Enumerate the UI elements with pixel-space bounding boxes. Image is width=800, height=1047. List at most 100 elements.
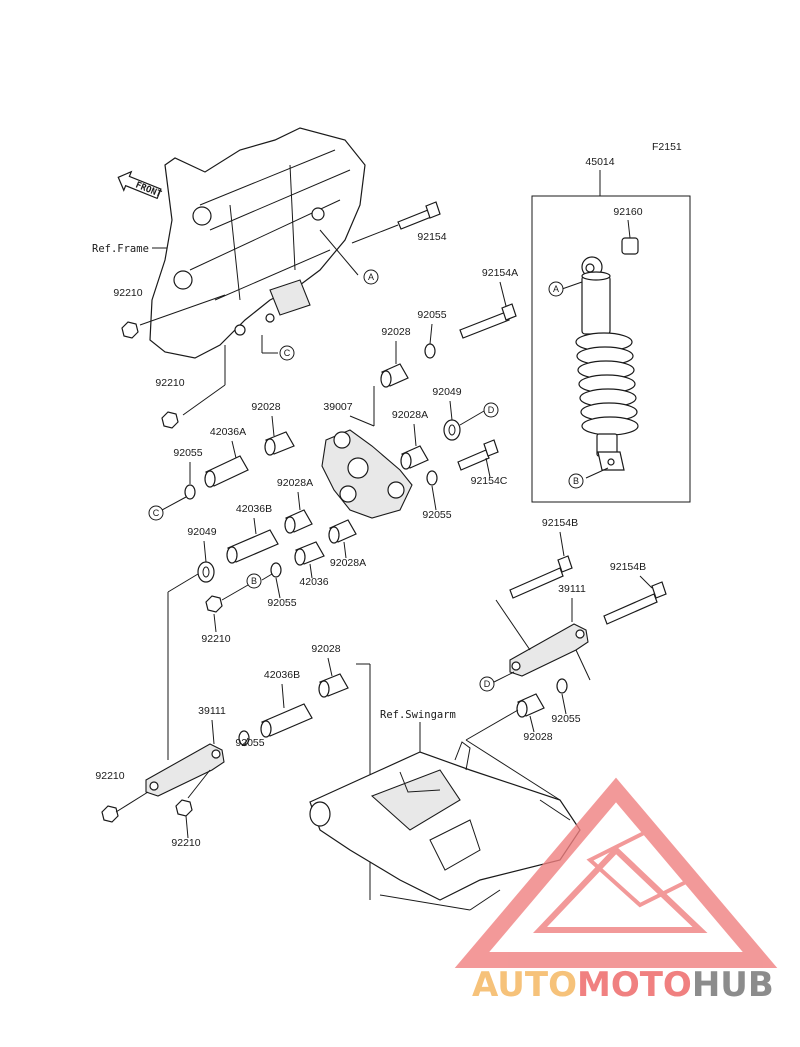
pipe-42036B-b	[260, 683, 313, 738]
part-label-p92055b: 92055	[173, 447, 202, 459]
callout-cD2: D	[479, 676, 495, 692]
part-label-p92154Bb: 92154B	[610, 561, 646, 573]
tie-rod-39111-b	[145, 719, 225, 797]
nut-92210-c	[205, 595, 223, 613]
part-label-p92028Aa: 92028A	[392, 409, 428, 421]
collar-92028-c	[318, 657, 349, 698]
washer-92055-c	[426, 470, 438, 486]
part-label-p92210b: 92210	[155, 377, 184, 389]
collar-92028A-b	[284, 491, 313, 534]
shock-absorber-box	[531, 170, 691, 503]
callout-cA1: A	[363, 269, 379, 285]
swingarm-drawing	[309, 741, 581, 911]
part-label-p92210a: 92210	[113, 287, 142, 299]
front-arrow-text: FRONT	[134, 181, 163, 201]
watermark-hub: HUB	[692, 965, 774, 1005]
part-label-p92028Ac: 92028A	[330, 557, 366, 569]
callout-circle-icon	[568, 473, 584, 489]
part-label-p92154Ba: 92154B	[542, 517, 578, 529]
callout-letter: D	[488, 405, 495, 415]
callout-circle-icon	[548, 281, 564, 297]
bolt-92154B-b	[603, 575, 667, 625]
ref-frame-label: Ref.Frame	[92, 243, 149, 255]
callout-cC2: C	[148, 505, 164, 521]
washer-92055-d	[270, 562, 282, 578]
part-label-p92210d: 92210	[95, 770, 124, 782]
callout-letter: A	[368, 272, 374, 282]
nut-92210-e	[175, 799, 193, 817]
collar-92028-a	[380, 341, 409, 388]
callout-cC1: C	[279, 345, 295, 361]
ref-swingarm-label: Ref.Swingarm	[380, 709, 456, 721]
watermark: AUTOMOTOHUB	[454, 777, 778, 1005]
part-label-p92160: 92160	[613, 206, 642, 218]
shock-absorber	[561, 219, 639, 479]
collar-92028A-c	[328, 519, 357, 559]
rocker-arm-39007	[321, 386, 413, 519]
washer-92055-e	[556, 678, 568, 694]
callout-circle-icon	[483, 402, 499, 418]
callout-cA2: A	[548, 281, 564, 297]
callout-letter: C	[153, 508, 160, 518]
callout-circle-icon	[479, 676, 495, 692]
collar-92028A-a	[400, 423, 429, 470]
callout-circle-icon	[148, 505, 164, 521]
callout-cB2: B	[246, 573, 262, 589]
part-label-p42036: 42036	[299, 576, 328, 588]
part-label-p45014: 45014	[585, 156, 614, 168]
watermark-brand: AUTOMOTOHUB	[472, 965, 774, 1005]
frame-drawing	[149, 127, 366, 359]
bolt-92154	[397, 201, 441, 230]
part-label-p42036B: 42036B	[236, 503, 272, 515]
part-label-p92049b: 92049	[187, 526, 216, 538]
pipe-42036B	[226, 517, 279, 564]
part-label-p92055d: 92055	[267, 597, 296, 609]
callout-circle-icon	[363, 269, 379, 285]
nut-92210-b	[161, 411, 179, 429]
part-label-p39007: 39007	[323, 401, 352, 413]
nut-92210-d	[101, 805, 119, 823]
part-label-p92154C: 92154C	[471, 475, 508, 487]
nut-92210-a	[121, 321, 139, 339]
part-label-p92154A: 92154A	[482, 267, 518, 279]
watermark-auto: AUTO	[472, 965, 577, 1005]
part-label-p39111b: 39111	[198, 705, 226, 717]
seal-92049-b	[197, 561, 215, 583]
part-label-p92055e: 92055	[551, 713, 580, 725]
callout-letter: B	[251, 576, 257, 586]
part-label-p39111a: 39111	[558, 583, 586, 595]
part-label-p42036Bb: 42036B	[264, 669, 300, 681]
callout-letter: D	[484, 679, 491, 689]
washer-92055-b	[184, 484, 196, 500]
part-labels: 45014 92160 92154 92154A 92210 92055 92028 9221…	[95, 156, 646, 849]
part-label-p92055c: 92055	[422, 509, 451, 521]
bolt-92154B-a	[509, 531, 573, 599]
bolt-92154A	[459, 281, 517, 339]
part-label-p92055f: 92055	[235, 737, 264, 749]
pipe-42036A	[204, 440, 249, 488]
callout-circle-icon	[279, 345, 295, 361]
part-label-p92028d: 92028	[523, 731, 552, 743]
shock-spring	[575, 332, 639, 436]
tie-rod-39111-a	[493, 598, 591, 683]
part-label-p92028Ab: 92028A	[277, 477, 313, 489]
part-label-p92028b: 92028	[251, 401, 280, 413]
seal-92049-a	[443, 419, 461, 441]
callout-cD1: D	[483, 402, 499, 418]
part-label-p42036A: 42036A	[210, 426, 246, 438]
part-label-p92154: 92154	[417, 231, 446, 243]
callout-letter: C	[284, 348, 291, 358]
part-label-p92028a: 92028	[381, 326, 410, 338]
figure-code: F2151	[652, 141, 682, 153]
part-label-p92028c: 92028	[311, 643, 340, 655]
collar-92028-d	[516, 693, 545, 733]
callout-cB1: B	[568, 473, 584, 489]
part-label-p92049a: 92049	[432, 386, 461, 398]
collar-92028-b	[264, 415, 295, 456]
part-label-p92210c: 92210	[201, 633, 230, 645]
callout-letter: A	[553, 284, 559, 294]
callout-circle-icon	[246, 573, 262, 589]
watermark-moto: MOTO	[577, 965, 692, 1005]
callouts: A A C D B C B D	[148, 269, 584, 692]
